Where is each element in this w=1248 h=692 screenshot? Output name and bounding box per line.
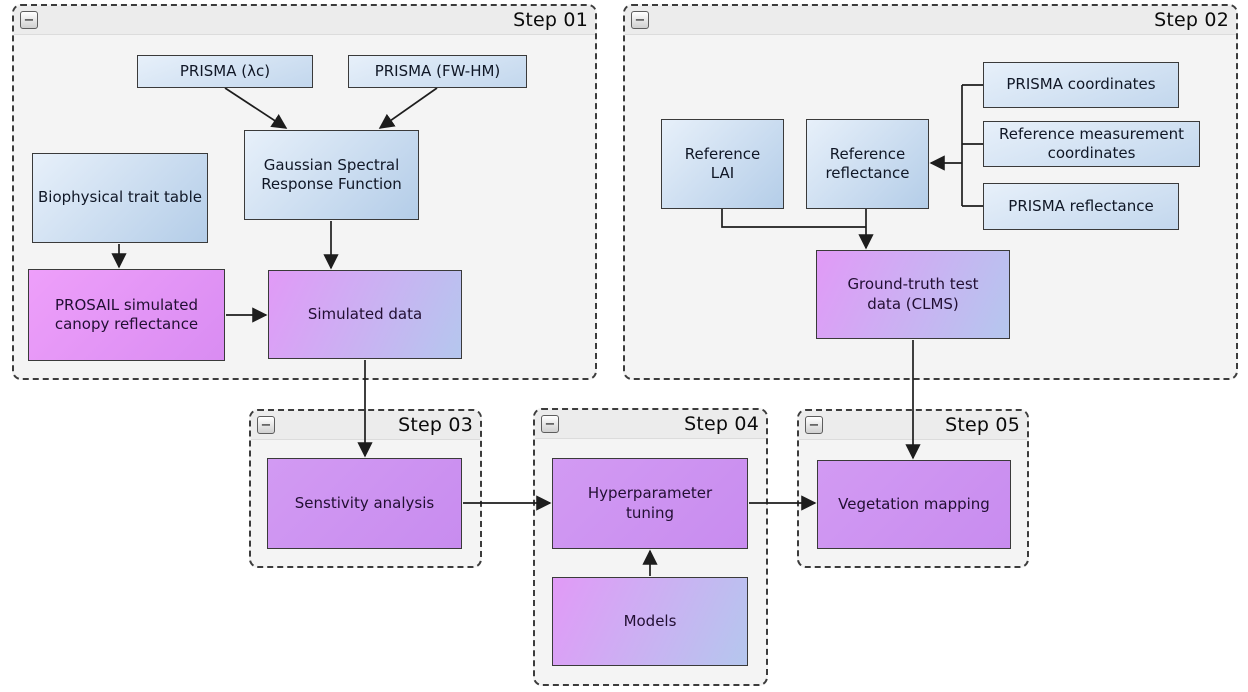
node-prisma-reflectance: PRISMA reflectance (983, 183, 1179, 230)
collapse-button-step-01[interactable]: − (20, 11, 38, 29)
node-label: PRISMA (FW-HM) (374, 61, 501, 80)
group-title-step-01: Step 01 (513, 9, 588, 31)
node-models: Models (552, 577, 748, 666)
node-label: Hyperparameter tuning (587, 484, 713, 522)
node-label: Reference LAI (684, 144, 761, 183)
group-header-step-03: − Step 03 (251, 411, 480, 440)
node-prisma-fwhm: PRISMA (FW-HM) (348, 55, 527, 88)
group-title-step-02: Step 02 (1154, 9, 1229, 31)
node-prisma-coordinates: PRISMA coordinates (983, 62, 1179, 108)
collapse-button-step-02[interactable]: − (631, 11, 649, 29)
group-header-step-01: − Step 01 (14, 6, 595, 35)
group-title-step-03: Step 03 (398, 414, 473, 436)
node-label: PRISMA coordinates (1006, 75, 1156, 94)
node-prosail-simulated-canopy-reflectance: PROSAIL simulated canopy reflectance (28, 269, 225, 361)
node-ground-truth-test-data: Ground-truth test data (CLMS) (816, 250, 1010, 339)
node-label: Ground-truth test data (CLMS) (847, 275, 979, 313)
node-reference-measurement-coordinates: Reference measurement coordinates (983, 121, 1200, 167)
node-label: Models (623, 611, 677, 630)
node-hyperparameter-tuning: Hyperparameter tuning (552, 458, 748, 549)
node-label: Reference reflectance (825, 144, 910, 183)
node-biophysical-trait-table: Biophysical trait table (32, 153, 208, 243)
node-label: PRISMA reflectance (1008, 196, 1154, 215)
node-label: Senstivity analysis (294, 493, 435, 512)
node-sensitivity-analysis: Senstivity analysis (267, 458, 462, 549)
node-label: Vegetation mapping (838, 494, 990, 513)
node-vegetation-mapping: Vegetation mapping (817, 460, 1011, 549)
node-label: Reference measurement coordinates (999, 124, 1184, 163)
group-title-step-05: Step 05 (945, 414, 1020, 436)
node-label: Gaussian Spectral Response Function (261, 155, 402, 194)
node-label: Biophysical trait table (38, 188, 202, 207)
collapse-button-step-03[interactable]: − (257, 416, 275, 434)
group-title-step-04: Step 04 (684, 413, 759, 435)
node-prisma-lc: PRISMA (λc) (137, 55, 313, 88)
collapse-button-step-04[interactable]: − (541, 415, 559, 433)
collapse-button-step-05[interactable]: − (805, 416, 823, 434)
node-label: PRISMA (λc) (179, 61, 271, 80)
node-reference-lai: Reference LAI (661, 119, 784, 209)
group-header-step-02: − Step 02 (625, 6, 1236, 35)
node-label: Simulated data (307, 304, 423, 323)
node-label: PROSAIL simulated canopy reflectance (54, 295, 199, 334)
node-simulated-data: Simulated data (268, 270, 462, 359)
node-gaussian-spectral-response: Gaussian Spectral Response Function (244, 130, 419, 220)
group-header-step-04: − Step 04 (535, 410, 766, 439)
node-reference-reflectance: Reference reflectance (806, 119, 929, 209)
group-header-step-05: − Step 05 (799, 411, 1027, 440)
